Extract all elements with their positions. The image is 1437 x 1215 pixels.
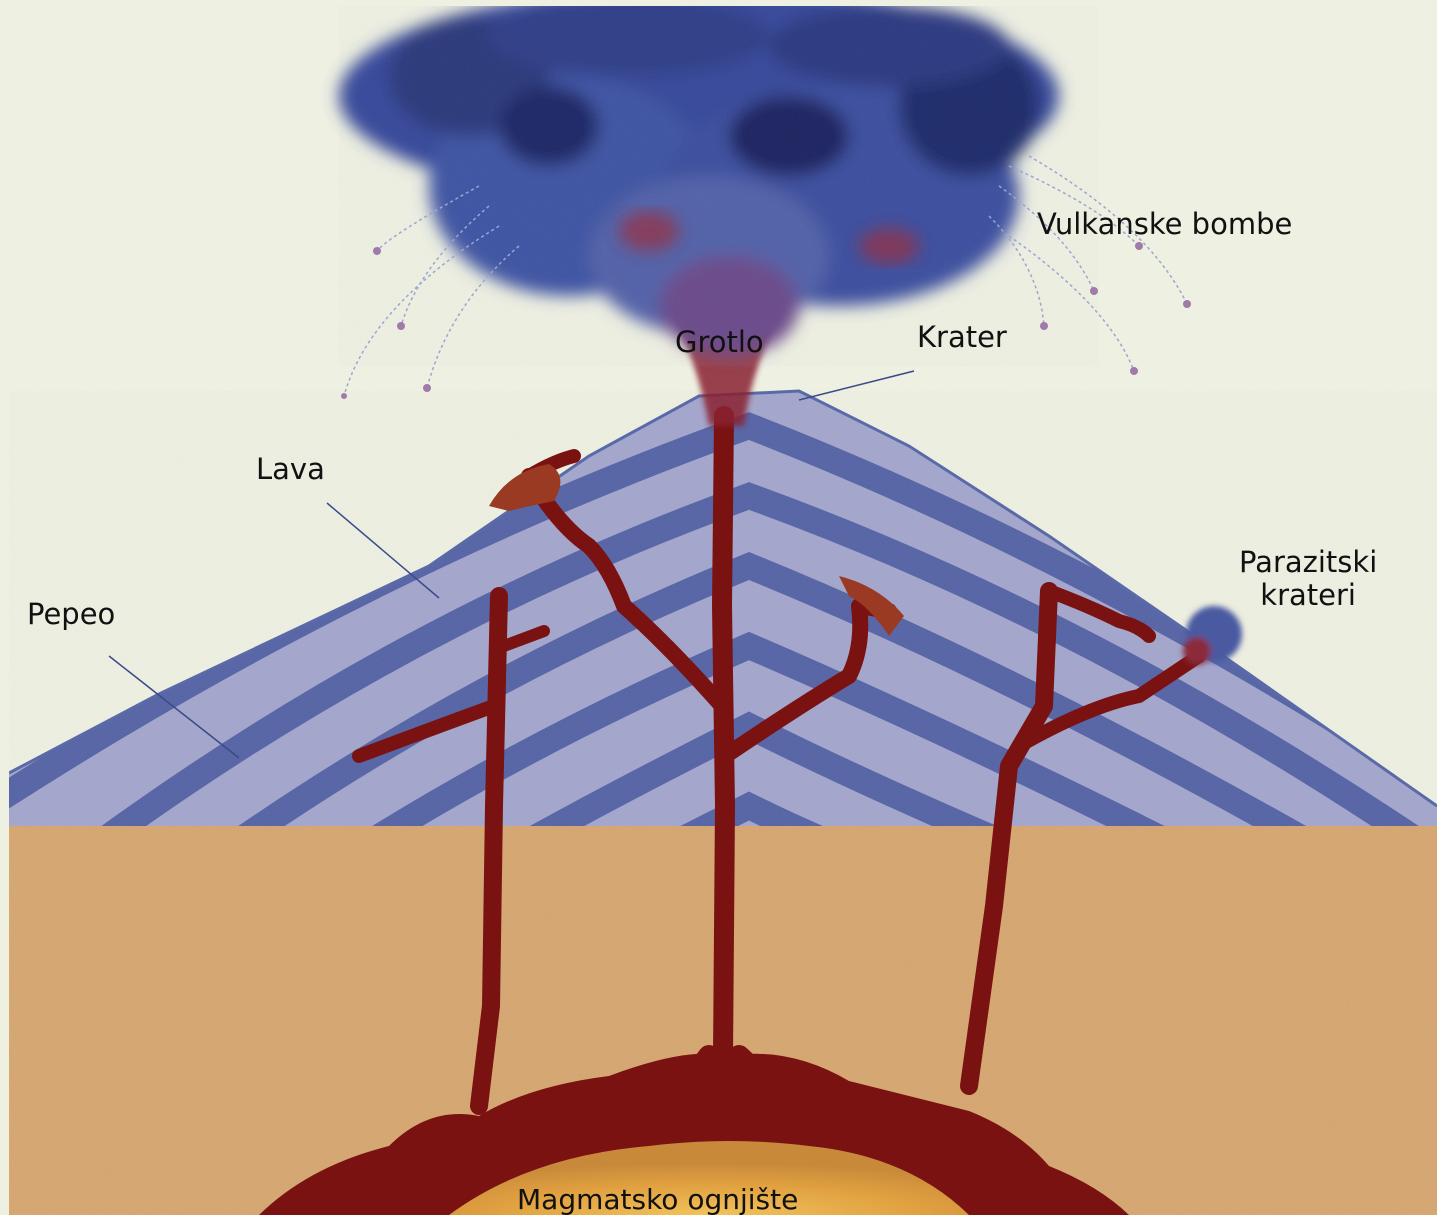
label-vulkanske-bombe: Vulkanske bombe [1037, 208, 1292, 241]
label-magmatsko-ognjiste: Magmatsko ognjište [517, 1184, 798, 1215]
volcano-illustration [9, 6, 1437, 1215]
label-krater: Krater [917, 321, 1007, 354]
label-grotlo: Grotlo [675, 326, 764, 359]
label-parazitski-line1: Parazitski [1239, 546, 1377, 579]
label-pepeo: Pepeo [27, 598, 115, 631]
parasitic-crater-cloud [1183, 606, 1242, 665]
volcano-diagram: Vulkanske bombe Grotlo Krater Lava Pepeo… [9, 6, 1437, 1215]
label-parazitski-line2: krateri [1239, 579, 1377, 612]
label-parazitski-krateri: Parazitski krateri [1239, 546, 1377, 613]
label-lava: Lava [256, 453, 325, 486]
